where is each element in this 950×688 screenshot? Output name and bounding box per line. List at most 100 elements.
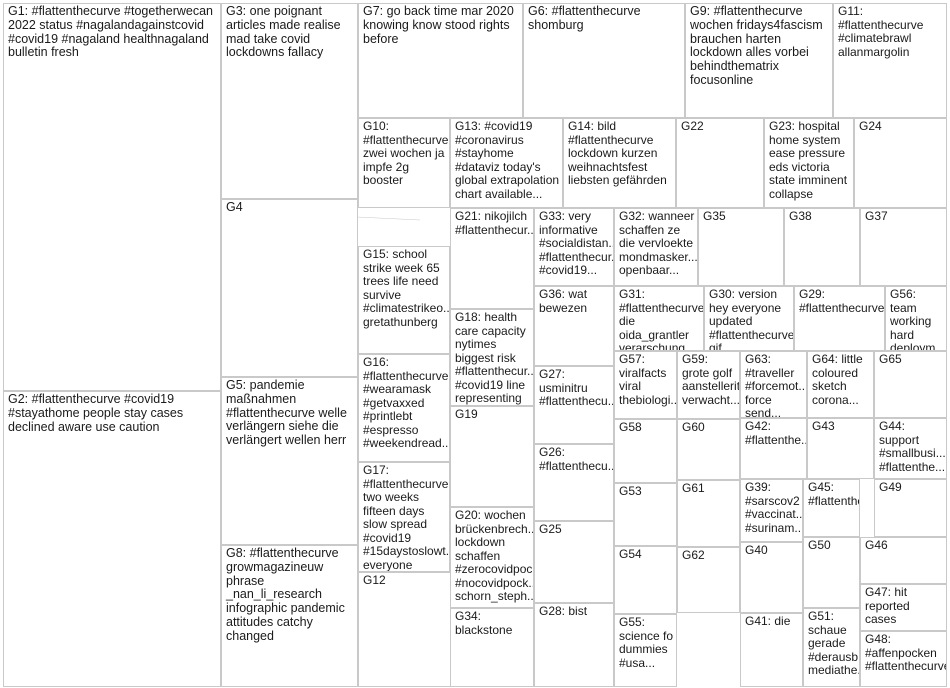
group-label-g63: G63: #traveller #forcemot... force send.… [745, 353, 804, 418]
group-label-g41: G41: die [745, 615, 800, 629]
group-box-g18: G18: health care capacity nytimes bigges… [450, 309, 534, 406]
group-label-g33: G33: very informative #socialdistan... #… [539, 210, 611, 278]
group-label-g14: G14: bild #flattenthecurve lockdown kurz… [568, 120, 673, 188]
group-label-g3: G3: one poignant articles made realise m… [226, 5, 355, 60]
group-box-g10: G10: #flattenthecurve zwei wochen ja imp… [358, 118, 450, 208]
group-box-g54: G54 [614, 546, 677, 614]
group-label-g51: G51: schaue gerade #derausb... mediathe.… [808, 610, 857, 678]
group-box-g45: G45: #flattenthec... [803, 479, 860, 537]
group-box-g50: G50 [803, 537, 860, 608]
group-label-g32: G32: wanneer schaffen ze die vervloekte … [619, 210, 695, 278]
group-box-g33: G33: very informative #socialdistan... #… [534, 208, 614, 286]
group-label-g45: G45: #flattenthec... [808, 481, 857, 508]
group-box-g55: G55: science fo dummies #usa... [614, 614, 677, 687]
group-label-g39: G39: #sarscov2 #vaccinat... #surinam... [745, 481, 800, 535]
group-label-g65: G65 [879, 353, 944, 367]
group-label-g4: G4 [226, 201, 355, 215]
group-box-g48: G48: #affenpocken #flattenthecurve [860, 631, 947, 687]
group-box-g47: G47: hit reported cases [860, 584, 947, 631]
group-label-g21: G21: nikojilch #flattenthecur... [455, 210, 531, 237]
group-box-g53: G53 [614, 483, 677, 546]
group-label-g46: G46 [865, 539, 944, 553]
group-box-g21: G21: nikojilch #flattenthecur... [450, 208, 534, 309]
group-box-g5: G5: pandemie maßnahmen #flattenthecurve … [221, 377, 358, 545]
group-box-g24: G24 [854, 118, 947, 208]
group-label-g9: G9: #flattenthecurve wochen fridays4fasc… [690, 5, 830, 88]
group-label-g23: G23: hospital home system ease pressure … [769, 120, 851, 201]
group-box-g3: G3: one poignant articles made realise m… [221, 3, 358, 199]
group-label-g40: G40 [745, 544, 800, 558]
group-box-g1: G1: #flattenthecurve #togetherwecan 2022… [3, 3, 221, 391]
group-label-g16: G16: #flattenthecurve #wearamask #getvax… [363, 356, 447, 451]
group-box-g23: G23: hospital home system ease pressure … [764, 118, 854, 208]
group-label-g56: G56: team working hard deploym... mobile… [890, 288, 944, 351]
group-box-g30: G30: version hey everyone updated #flatt… [704, 286, 794, 351]
group-label-g43: G43 [812, 420, 871, 434]
group-label-g62: G62 [682, 549, 737, 563]
group-label-g22: G22 [681, 120, 761, 134]
group-label-g59: G59: grote golf aanstellerit... verwacht… [682, 353, 737, 407]
group-box-g13: G13: #covid19 #coronavirus #stayhome #da… [450, 118, 563, 208]
group-label-g5: G5: pandemie maßnahmen #flattenthecurve … [226, 379, 355, 448]
group-label-g24: G24 [859, 120, 944, 134]
group-label-g30: G30: version hey everyone updated #flatt… [709, 288, 791, 351]
group-label-g44: G44: support #smallbusi... #flattenthe..… [879, 420, 944, 474]
group-label-g29: G29: #flattenthecurve [799, 288, 882, 315]
group-label-g15: G15: school strike week 65 trees life ne… [363, 248, 447, 329]
group-box-g22: G22 [676, 118, 764, 208]
group-box-g40: G40 [740, 542, 803, 613]
group-label-g61: G61 [682, 482, 737, 496]
group-box-g44: G44: support #smallbusi... #flattenthe..… [874, 418, 947, 479]
group-box-g19: G19 [450, 406, 534, 507]
group-box-g35: G35 [698, 208, 784, 286]
group-box-g17: G17: #flattenthecurve two weeks fifteen … [358, 462, 450, 572]
group-box-g57: G57: viralfacts viral thebiologi... [614, 351, 677, 419]
group-box-g26: G26: #flattenthecu... [534, 444, 614, 521]
group-box-g6: G6: #flattenthecurve shomburg [523, 3, 685, 118]
group-label-g54: G54 [619, 548, 674, 562]
group-box-g31: G31: #flattenthecurve die oida_grantler … [614, 286, 704, 351]
group-box-g62: G62 [677, 547, 740, 613]
group-box-g4: G4 [221, 199, 358, 377]
group-box-g9: G9: #flattenthecurve wochen fridays4fasc… [685, 3, 833, 118]
group-box-g28: G28: bist [534, 603, 614, 687]
group-box-g2: G2: #flattenthecurve #covid19 #stayathom… [3, 391, 221, 687]
group-box-g59: G59: grote golf aanstellerit... verwacht… [677, 351, 740, 419]
group-label-g57: G57: viralfacts viral thebiologi... [619, 353, 674, 407]
group-label-g1: G1: #flattenthecurve #togetherwecan 2022… [8, 5, 218, 60]
group-box-g63: G63: #traveller #forcemot... force send.… [740, 351, 807, 418]
group-label-g48: G48: #affenpocken #flattenthecurve [865, 633, 944, 674]
group-box-g56: G56: team working hard deploym... mobile… [885, 286, 947, 351]
group-label-g53: G53 [619, 485, 674, 499]
group-box-g43: G43 [807, 418, 874, 479]
group-label-g8: G8: #flattenthecurve growmagazineuw phra… [226, 547, 355, 644]
group-box-g60: G60 [677, 419, 740, 480]
group-box-g29: G29: #flattenthecurve [794, 286, 885, 351]
group-label-g34: G34: blackstone [455, 610, 531, 637]
group-box-g61: G61 [677, 480, 740, 547]
group-label-g55: G55: science fo dummies #usa... [619, 616, 674, 670]
group-box-g46: G46 [860, 537, 947, 584]
group-box-g25: G25 [534, 521, 614, 603]
group-box-g8: G8: #flattenthecurve growmagazineuw phra… [221, 545, 358, 687]
group-box-g11: G11: #flattenthecurve #climatebrawl alla… [833, 3, 947, 118]
group-label-g35: G35 [703, 210, 781, 224]
group-box-g32: G32: wanneer schaffen ze die vervloekte … [614, 208, 698, 286]
group-label-g64: G64: little coloured sketch corona... [812, 353, 871, 407]
group-box-g38: G38 [784, 208, 860, 286]
group-label-g7: G7: go back time mar 2020 knowing know s… [363, 5, 520, 46]
group-label-g17: G17: #flattenthecurve two weeks fifteen … [363, 464, 447, 572]
group-box-g15: G15: school strike week 65 trees life ne… [358, 246, 450, 354]
group-label-g10: G10: #flattenthecurve zwei wochen ja imp… [363, 120, 447, 188]
group-box-g49: G49 [874, 479, 947, 537]
group-box-g20: G20: wochen brückenbrech... lockdown sch… [450, 507, 534, 608]
group-box-g58: G58 [614, 419, 677, 483]
group-box-g16: G16: #flattenthecurve #wearamask #getvax… [358, 354, 450, 462]
group-label-g2: G2: #flattenthecurve #covid19 #stayathom… [8, 393, 218, 434]
group-label-g13: G13: #covid19 #coronavirus #stayhome #da… [455, 120, 560, 201]
group-label-g28: G28: bist [539, 605, 611, 619]
group-label-g49: G49 [879, 481, 944, 495]
group-label-g36: G36: wat bewezen [539, 288, 611, 315]
group-box-g34: G34: blackstone [450, 608, 534, 687]
group-box-g64: G64: little coloured sketch corona... [807, 351, 874, 418]
